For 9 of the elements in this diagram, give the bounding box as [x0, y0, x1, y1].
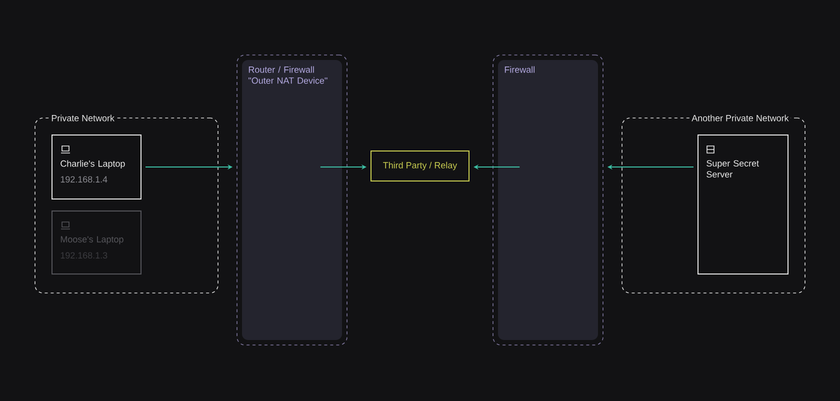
- relay-box: Third Party / Relay: [370, 150, 470, 182]
- group-heading: Another Private Network: [690, 112, 791, 124]
- device-label: Moose's Laptop: [60, 236, 124, 244]
- panel-title: Firewall: [504, 66, 534, 73]
- group-heading: Private Network: [49, 112, 116, 124]
- panel-title: Router / Firewall "Outer NAT Device": [248, 66, 328, 84]
- device-label: Super Secret Server: [706, 160, 759, 178]
- device-label: 192.168.1.4: [60, 176, 108, 183]
- device-label: Charlie's Laptop: [60, 160, 125, 169]
